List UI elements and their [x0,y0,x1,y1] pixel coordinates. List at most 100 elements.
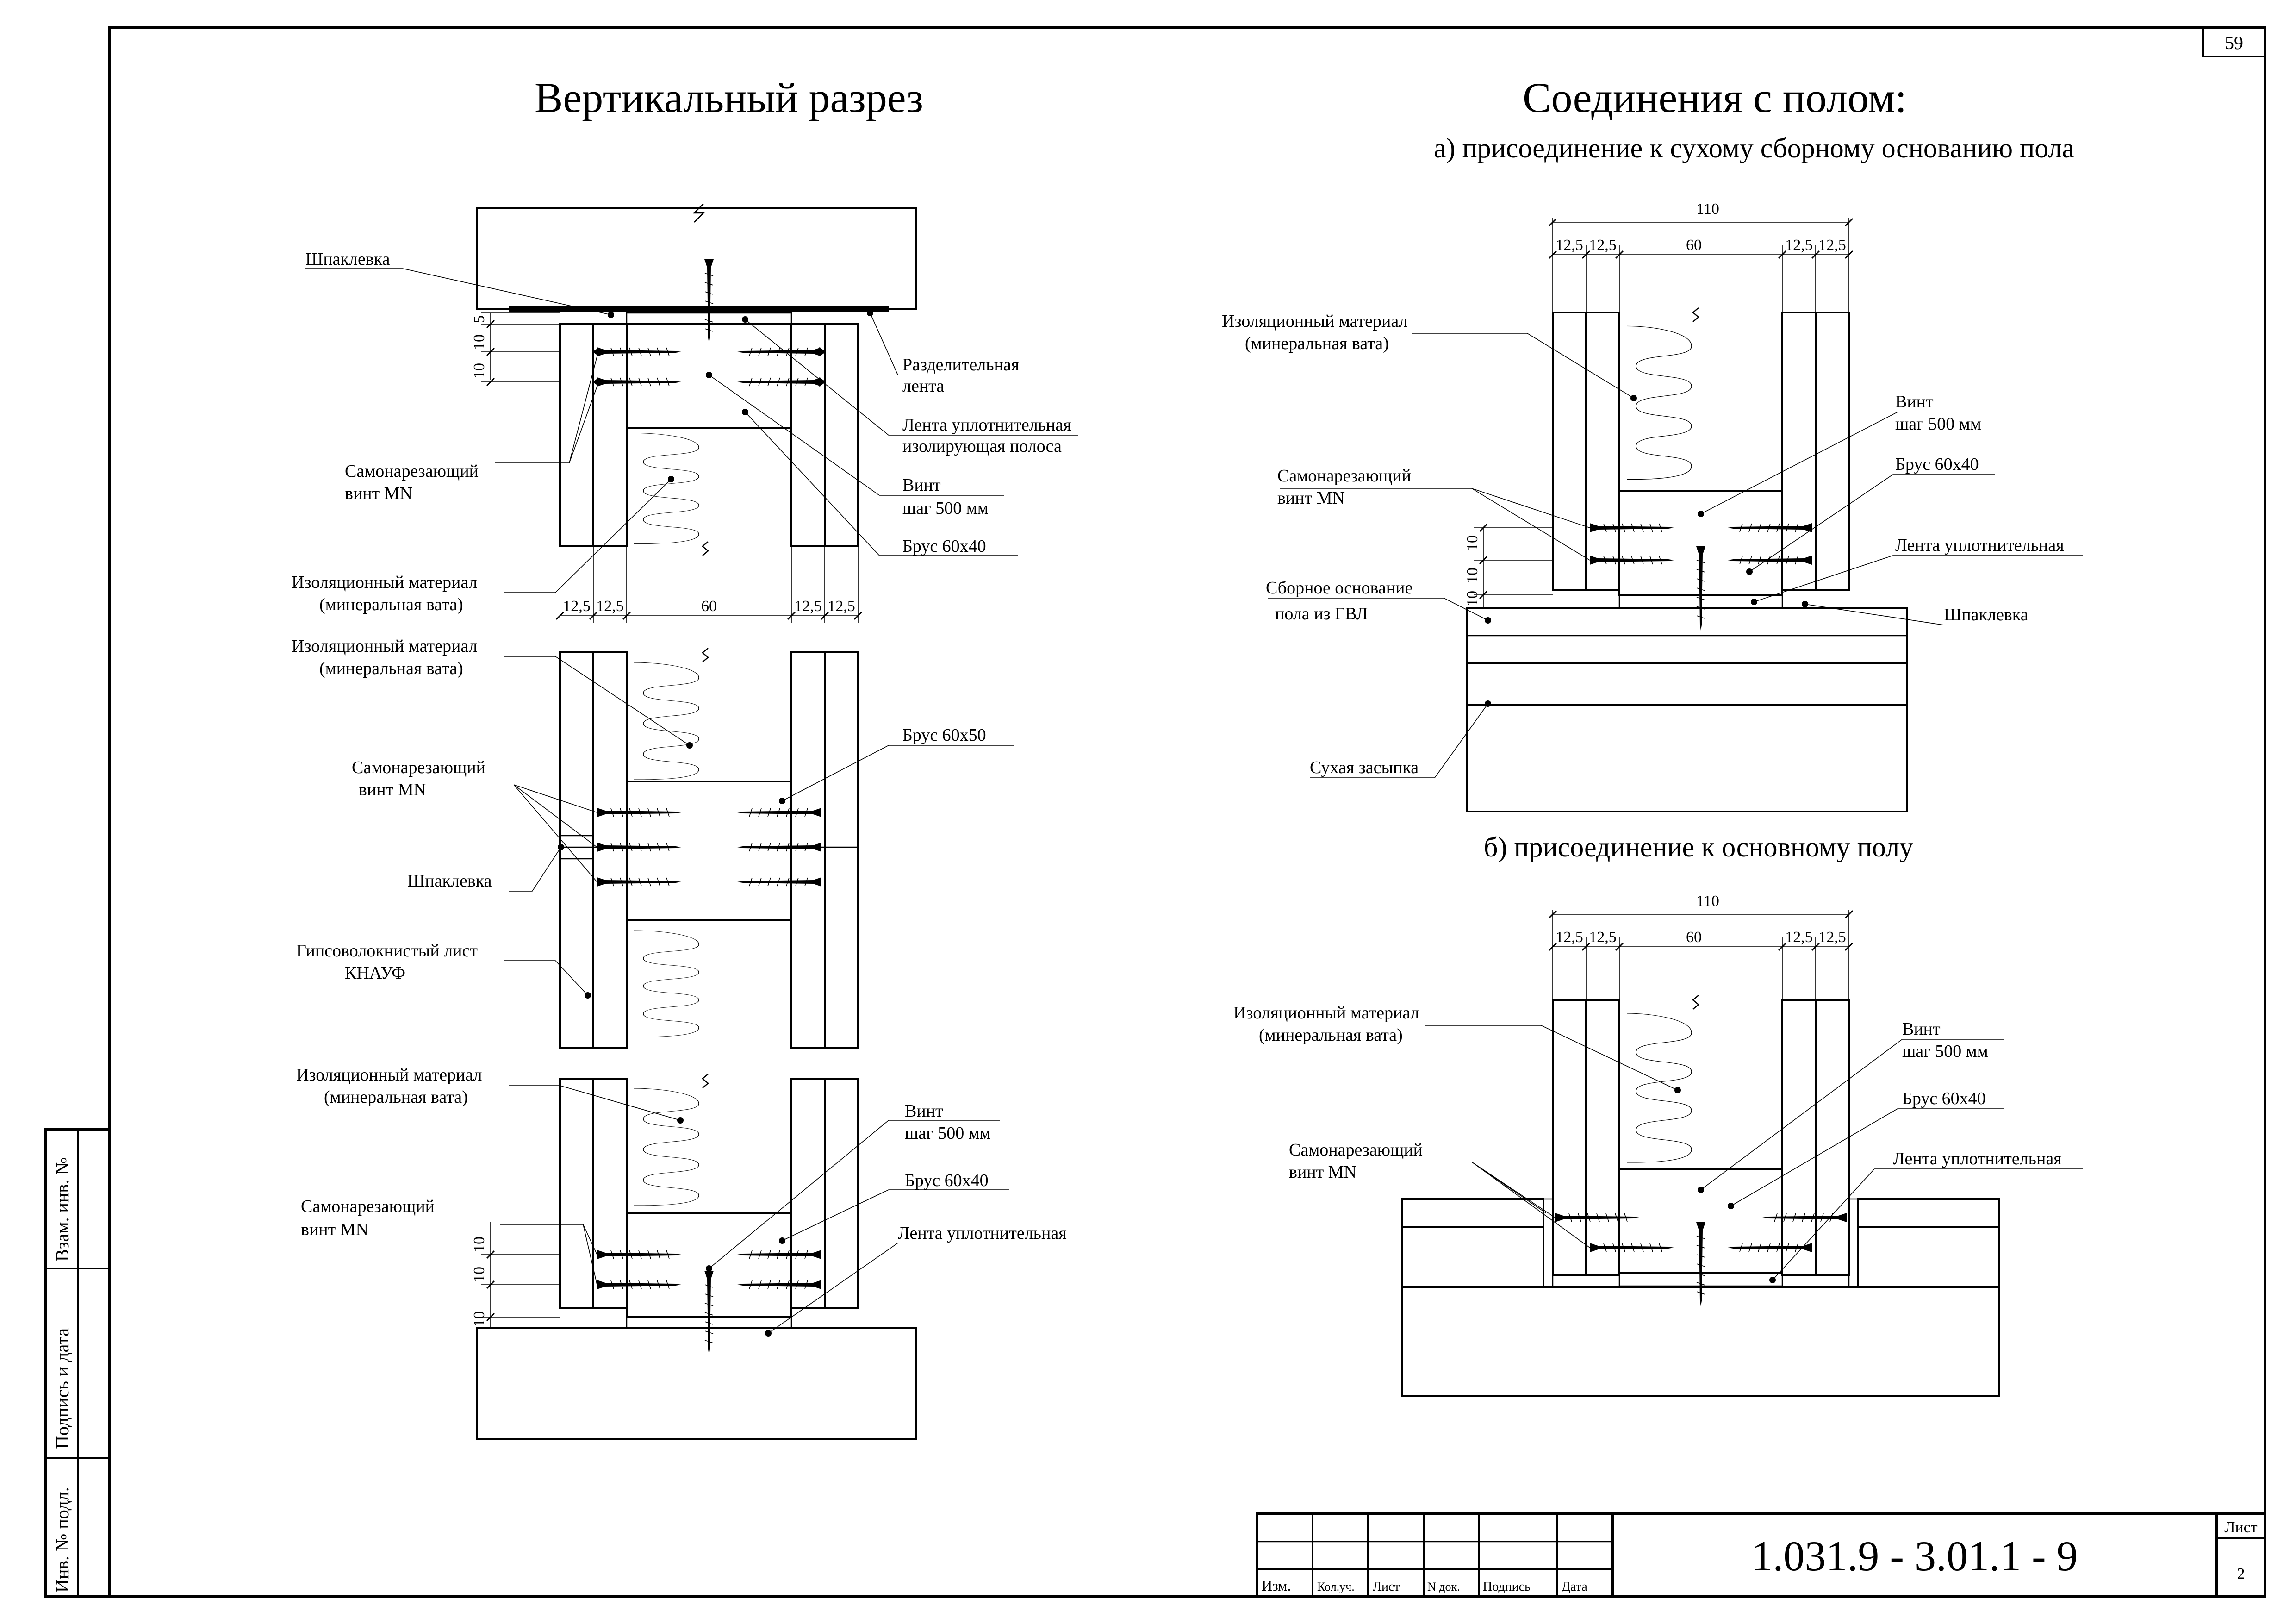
ceiling-label-izol-2: (минеральная вата) [319,595,463,614]
floor-label-vint: Винт [905,1101,943,1121]
a-label-shag: шаг 500 мм [1895,414,1981,434]
a-dim-1: 12,5 [1556,237,1583,254]
a-dim-4: 12,5 [1785,237,1813,254]
page-number: 59 [2225,32,2243,53]
sheet-number: 2 [2237,1565,2245,1582]
floor-label-izol-1: Изоляционный материал [296,1065,482,1085]
joint-label-brus: Брус 60х50 [902,725,986,745]
stamp-koluch: Кол.уч. [1317,1580,1355,1593]
floor-dim-3: 10 [471,1311,488,1327]
subtitle-a: а) присоединение к сухому сборному основ… [1434,133,2074,163]
joint-label-samo-1: Самонарезающий [352,758,485,777]
title-block: Изм. Кол.уч. Лист N док. Подпись Дата 1.… [1256,1512,2266,1598]
a-label-brus: Брус 60х40 [1895,455,1979,474]
a-label-samo-1: Самонарезающий [1277,466,1411,486]
stamp-ndok: N док. [1427,1580,1460,1593]
a-dim-3: 60 [1686,237,1702,254]
side-strip: Взам. инв. № Подпись и дата Инв. № подл. [44,1128,111,1598]
floor-label-samo-2: винт MN [301,1220,368,1239]
b-dim-1: 12,5 [1556,929,1583,946]
joint-label-gvl-1: Гипсоволокнистый лист [296,941,478,961]
a-label-samo-2: винт MN [1277,488,1345,508]
detail-floor-b: 110 12,5 12,5 60 12,5 12,5 [1233,893,2083,1397]
floor-label-lenta: Лента уплотнительная [898,1224,1067,1243]
side-cell-zam: Взам. инв. № [52,1157,73,1262]
outer-frame [108,26,2266,1598]
b-dim-total: 110 [1696,893,1719,910]
ceiling-label-brus: Брус 60х40 [902,537,986,556]
a-label-izol-1: Изоляционный материал [1222,312,1408,331]
floor-label-shag: шаг 500 мм [905,1124,991,1143]
left-dim-2: 12,5 [596,598,624,615]
ceiling-label-izol-1: Изоляционный материал [292,573,478,592]
b-dim-4: 12,5 [1785,929,1813,946]
a-dim-2: 12,5 [1589,237,1617,254]
b-label-lenta: Лента уплотнительная [1893,1149,2062,1168]
b-dim-5: 12,5 [1818,929,1846,946]
a-dim-5: 12,5 [1818,237,1846,254]
stamp-list: Лист [1373,1580,1400,1594]
left-dim-1: 12,5 [563,598,591,615]
b-label-shag: шаг 500 мм [1902,1042,1988,1061]
b-label-vint: Винт [1902,1019,1941,1039]
ceiling-dim-1: 10 [471,363,488,379]
ceiling-label-razd-2: лента [902,376,944,396]
ceiling-label-shag: шаг 500 мм [902,499,989,518]
a-label-lenta: Лента уплотнительная [1895,536,2064,555]
detail-floor-a: 110 12,5 12,5 60 12,5 12,5 [1222,200,2083,812]
floor-dim-1: 10 [471,1237,488,1252]
b-dim-2: 12,5 [1589,929,1617,946]
joint-label-samo-2: винт MN [359,780,426,800]
joint-label-izol-1: Изоляционный материал [292,637,478,656]
detail-joint: Изоляционный материал (минеральная вата)… [292,637,1014,1049]
document-code: 1.031.9 - 3.01.1 - 9 [1751,1532,2078,1580]
b-label-izol-2: (минеральная вата) [1259,1025,1403,1045]
a-label-sbor-2: пола из ГВЛ [1275,604,1368,624]
ceiling-dim-2: 10 [471,334,488,350]
b-label-samo-2: винт MN [1289,1162,1356,1182]
joint-label-gvl-2: КНАУФ [345,963,405,983]
floor-dim-2: 10 [471,1267,488,1282]
a-vdim-2: 10 [1464,568,1481,583]
a-label-izol-2: (минеральная вата) [1245,334,1389,353]
b-label-samo-1: Самонарезающий [1289,1140,1423,1160]
side-cell-podpis: Подпись и дата [52,1328,73,1449]
a-vdim-3: 10 [1464,535,1481,551]
ceiling-label-samo-1: Самонарезающий [345,462,479,481]
a-dim-total: 110 [1696,200,1719,218]
sheet-label: Лист [2224,1519,2257,1536]
a-label-shpaklevka: Шпаклевка [1944,605,2028,625]
stamp-data: Дата [1562,1580,1587,1594]
left-dim-5: 12,5 [828,598,855,615]
detail-ceiling: 10 10 5 Шпаклевка Разделительная лента Л… [292,203,1078,614]
b-label-izol-1: Изоляционный материал [1233,1003,1419,1023]
ceiling-label-razd-1: Разделительная [902,355,1019,375]
ceiling-label-lenta-1: Лента уплотнительная [902,415,1071,435]
stamp-podpis: Подпись [1483,1580,1531,1594]
b-dim-3: 60 [1686,929,1702,946]
floor-label-brus: Брус 60х40 [905,1171,989,1190]
ceiling-label-vint: Винт [902,475,941,495]
detail-floor: 10 10 10 Изоляционный материал (минераль… [296,1065,1083,1440]
joint-label-izol-2: (минеральная вата) [319,659,463,678]
page-number-box: 59 [2202,27,2266,57]
left-title: Вертикальный разрез [535,74,923,121]
joint-label-shpaklevka: Шпаклевка [407,871,492,891]
ceiling-label-samo-2: винт MN [345,484,412,503]
ceiling-label-lenta-2: изолирующая полоса [902,437,1062,456]
floor-label-izol-2: (минеральная вата) [324,1087,468,1107]
left-dim-4: 12,5 [794,598,822,615]
floor-label-samo-1: Самонарезающий [301,1197,435,1216]
left-dim-row: 12,5 12,5 60 12,5 12,5 [555,546,863,623]
b-label-brus: Брус 60х40 [1902,1089,1986,1108]
side-cell-inv: Инв. № подл. [52,1487,73,1593]
a-label-vint: Винт [1895,392,1934,412]
subtitle-b: б) присоединение к основному полу [1484,832,1913,862]
left-dim-3: 60 [701,598,717,615]
a-vdim-1: 10 [1464,591,1481,606]
ceiling-dim-3: 5 [471,315,488,323]
a-label-zasypka: Сухая засыпка [1310,758,1419,777]
a-label-sbor-1: Сборное основание [1266,578,1412,598]
stamp-izm: Изм. [1262,1577,1291,1594]
